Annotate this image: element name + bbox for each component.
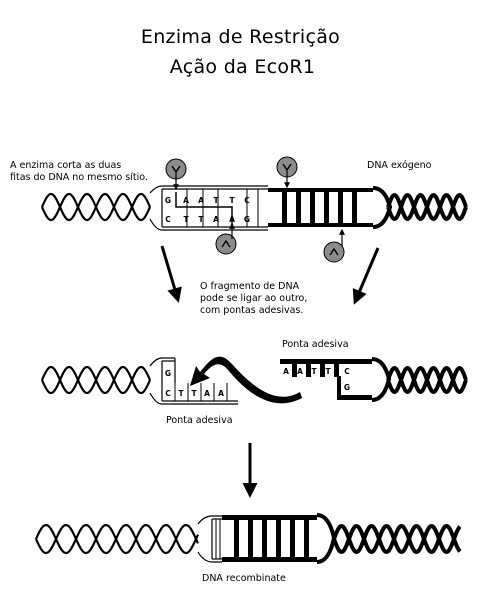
base-letter: G xyxy=(244,215,250,224)
down-arrow-icon xyxy=(352,247,380,305)
sticky-end-label-right: Ponta adesiva xyxy=(282,339,349,350)
base-letter: A xyxy=(198,196,204,205)
cut-line xyxy=(175,192,233,226)
helix-left-row2 xyxy=(40,365,152,395)
recombinant-ladder-host xyxy=(197,515,222,563)
base-letter: T xyxy=(183,215,189,224)
base-letter: G xyxy=(165,196,171,205)
base-letter: T xyxy=(229,196,235,205)
restriction-enzyme-icon xyxy=(165,158,187,191)
helix-left-row3 xyxy=(34,523,199,555)
base-pair-rung xyxy=(334,364,339,377)
restriction-enzyme-icon xyxy=(215,222,237,255)
fragment-note-line-3: com pontas adesivas. xyxy=(200,305,304,316)
base-pair-rung xyxy=(262,520,267,557)
exogenous-fragment xyxy=(280,357,392,402)
title-line-2: Ação da EcoR1 xyxy=(169,56,316,78)
base-pair-rung xyxy=(306,364,311,377)
restriction-enzyme-icon xyxy=(276,156,298,189)
base-letter: A xyxy=(183,196,189,205)
helix-strand xyxy=(40,365,152,395)
base-pair-rung xyxy=(324,192,329,223)
base-pair-rung xyxy=(310,192,315,223)
base-letter: T xyxy=(191,389,197,398)
base-pair-rung xyxy=(320,364,325,377)
base-letter: A xyxy=(213,215,219,224)
base-letter: A xyxy=(283,367,289,376)
base-pair-rung xyxy=(292,364,297,377)
helix-strand xyxy=(40,192,152,222)
fragment-note-line-1: O fragmento de DNA xyxy=(200,281,300,292)
exogenous-dna-rungs xyxy=(282,192,357,223)
recombinant-ladder-exogenous xyxy=(222,513,337,564)
enzyme-cut-caption-line-2: fitas do DNA no mesmo sítio. xyxy=(10,172,148,183)
base-letter: T xyxy=(325,367,331,376)
down-arrow-icon xyxy=(160,245,182,303)
base-pair-rung xyxy=(234,520,239,557)
base-letter: T xyxy=(213,196,219,205)
base-letter: T xyxy=(198,215,204,224)
base-letter: C xyxy=(165,215,171,224)
restriction-enzyme-icon xyxy=(323,228,345,263)
host-dna-ladder xyxy=(149,185,268,231)
base-letter: C xyxy=(244,196,250,205)
base-pair-rung xyxy=(352,192,357,223)
fragment-note-line-2: pode se ligar ao outro, xyxy=(200,293,308,304)
sticky-end-label-left: Ponta adesiva xyxy=(166,415,233,426)
base-pair-rung xyxy=(338,192,343,223)
helix-strand xyxy=(34,523,199,555)
host-dna-rungs xyxy=(186,189,259,227)
base-letter: G xyxy=(165,369,171,378)
host-fragment-rungs xyxy=(174,383,228,401)
recombinant-thin-rungs xyxy=(215,519,221,559)
enzyme-cut-caption-line-1: A enzima corta as duas xyxy=(10,160,122,171)
helix-strand xyxy=(332,524,462,554)
helix-strand xyxy=(386,193,468,221)
base-letter: T xyxy=(178,389,184,398)
helix-strand xyxy=(34,523,199,555)
base-letter: A xyxy=(218,389,224,398)
base-pair-rung xyxy=(276,520,281,557)
recombinant-dna-label: DNA recombinate xyxy=(202,573,286,584)
base-letter: A xyxy=(204,389,210,398)
base-letter: G xyxy=(344,383,350,392)
helix-right-row3 xyxy=(332,524,462,554)
recombinant-thick-rungs xyxy=(234,520,309,557)
base-letter: C xyxy=(165,389,171,398)
fragment-note: O fragmento de DNA pode se ligar ao outr… xyxy=(200,281,307,317)
helix-left-row1 xyxy=(40,192,152,222)
enzyme-cut-caption: A enzima corta as duas fitas do DNA no m… xyxy=(10,160,148,184)
base-letter: C xyxy=(344,367,350,376)
base-pair-rung xyxy=(282,192,287,223)
base-pair-rung xyxy=(296,192,301,223)
helix-strand xyxy=(386,366,468,394)
helix-right-row1 xyxy=(386,193,468,221)
base-pair-rung xyxy=(248,520,253,557)
base-pair-rung xyxy=(304,520,309,557)
helix-right-row2 xyxy=(386,366,468,394)
curved-arrow-icon xyxy=(190,356,302,404)
base-letter: A xyxy=(297,367,303,376)
exogenous-fragment-rungs xyxy=(292,364,339,377)
title-line-1: Enzima de Restrição xyxy=(140,26,341,48)
base-pair-rung xyxy=(290,520,295,557)
exogenous-dna-label: DNA exógeno xyxy=(367,160,432,171)
base-letter: T xyxy=(311,367,317,376)
exogenous-dna-ladder xyxy=(268,186,393,229)
